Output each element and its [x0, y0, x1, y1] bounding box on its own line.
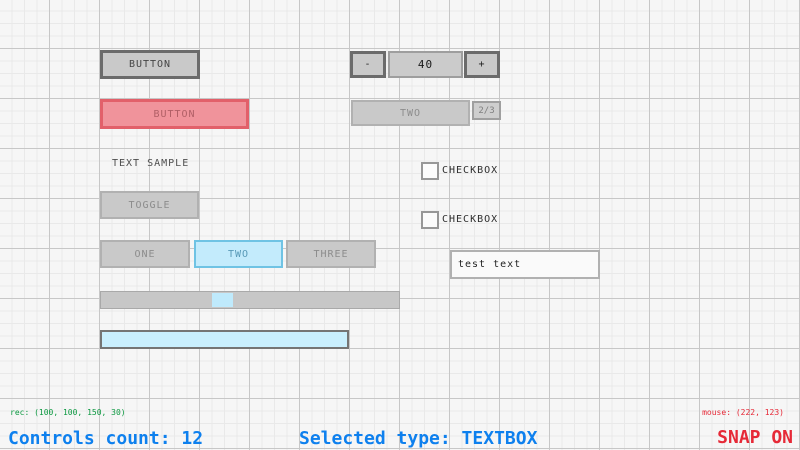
- status-mouse-coordinates: mouse: (222, 123): [702, 408, 784, 417]
- checkbox-1-label: CHECKBOX: [442, 165, 499, 176]
- toggle-group-option-one[interactable]: ONE: [100, 240, 190, 268]
- checkbox-1[interactable]: [421, 162, 439, 180]
- status-snap-indicator: SNAP ON: [717, 427, 793, 448]
- combo-box-counter[interactable]: 2/3: [472, 101, 501, 120]
- checkbox-2[interactable]: [421, 211, 439, 229]
- spinner-decrement-button[interactable]: -: [350, 51, 386, 78]
- checkbox-2-label: CHECKBOX: [442, 214, 499, 225]
- status-selected-type: Selected type: TEXTBOX: [299, 428, 538, 449]
- combo-box[interactable]: TWO: [351, 100, 470, 126]
- toggle-button[interactable]: TOGGLE: [100, 191, 199, 219]
- button-red[interactable]: BUTTON: [100, 99, 249, 129]
- toggle-group-option-three[interactable]: THREE: [286, 240, 376, 268]
- spinner-increment-button[interactable]: +: [464, 51, 500, 78]
- progress-bar: [100, 330, 349, 349]
- toggle-group-option-two-selected[interactable]: TWO: [194, 240, 283, 268]
- slider-handle[interactable]: [212, 293, 233, 307]
- text-input[interactable]: test text: [450, 250, 600, 279]
- slider-track[interactable]: [100, 291, 400, 309]
- spinner-value[interactable]: 40: [388, 51, 463, 78]
- text-sample-label: TEXT SAMPLE: [112, 158, 190, 169]
- status-rec-coordinates: rec: (100, 100, 150, 30): [10, 408, 126, 417]
- status-controls-count: Controls count: 12: [8, 428, 204, 449]
- button-default[interactable]: BUTTON: [100, 50, 200, 79]
